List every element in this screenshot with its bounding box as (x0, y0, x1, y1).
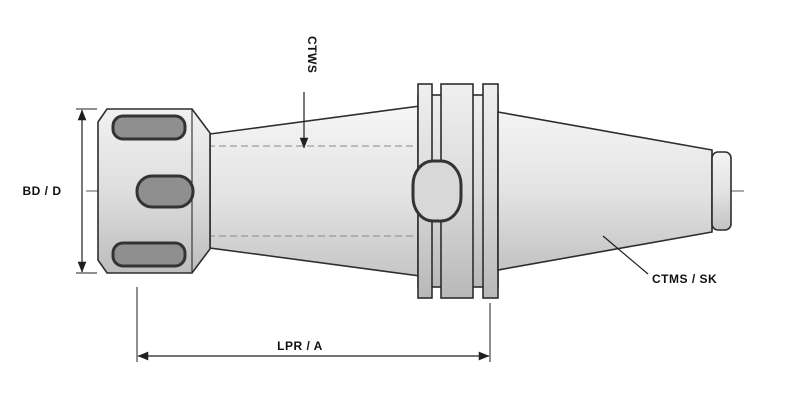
flange-drive-slot (411, 159, 463, 223)
wrench-slot-bottom (111, 241, 187, 268)
label-bd-d: BD / D (23, 184, 62, 198)
label-ctms-sk: CTMS / SK (652, 272, 717, 286)
dim-lpr-a: LPR / A (136, 287, 491, 362)
collet-body-cone (209, 105, 421, 277)
taper-shank (497, 111, 713, 271)
wrench-slot-top (111, 114, 187, 141)
pilot-end (711, 151, 732, 231)
dimensions: BD / D CTWS CTMS / SK LPR / A (23, 36, 717, 362)
dim-bd-d: BD / D (23, 108, 97, 274)
wrench-slot-center (135, 174, 195, 209)
flange-ring-right (482, 83, 499, 299)
label-ctws: CTWS (305, 36, 319, 73)
ctms-leader-line (602, 235, 649, 275)
toolholder-geometry (86, 83, 744, 299)
callout-ctms-sk: CTMS / SK (602, 235, 717, 286)
collet-nut (97, 108, 211, 274)
label-lpr-a: LPR / A (277, 339, 323, 353)
callout-ctws: CTWS (299, 36, 319, 149)
